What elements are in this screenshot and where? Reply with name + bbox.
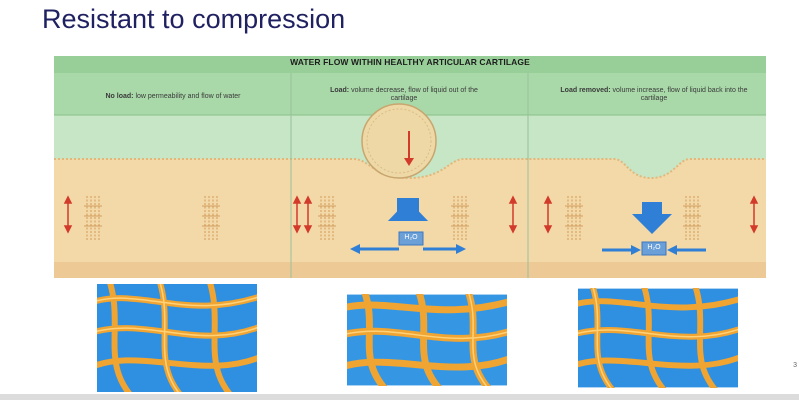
panel-heading: Load removed:: [560, 87, 611, 94]
panel-text: low permeability and flow of water: [135, 93, 241, 100]
h2o-label-load-removed: H₂O: [647, 244, 661, 251]
panel-heading: Load:: [330, 87, 350, 94]
panel-text: volume increase, flow of liquid back int…: [612, 87, 748, 102]
figure-illustration: [54, 56, 766, 278]
footer-bar: [0, 394, 799, 400]
collagen-network-image-1: [97, 284, 257, 392]
h2o-label-load: H₂O: [404, 234, 418, 241]
collagen-network-image-3: [578, 288, 738, 388]
cartilage-figure: WATER FLOW WITHIN HEALTHY ARTICULAR CART…: [54, 56, 766, 278]
page-number: 3: [793, 362, 797, 369]
panel-heading: No load:: [105, 93, 134, 100]
collagen-network-image-2: [347, 294, 507, 386]
panel-label-load-removed: Load removed: volume increase, flow of l…: [554, 87, 754, 103]
panel-text: volume decrease, flow of liquid out of t…: [351, 87, 478, 102]
slide-title: Resistant to compression: [42, 4, 346, 34]
figure-title: WATER FLOW WITHIN HEALTHY ARTICULAR CART…: [290, 57, 530, 67]
panel-label-no-load: No load: low permeability and flow of wa…: [64, 93, 282, 101]
panel-label-load: Load: volume decrease, flow of liquid ou…: [324, 87, 484, 103]
